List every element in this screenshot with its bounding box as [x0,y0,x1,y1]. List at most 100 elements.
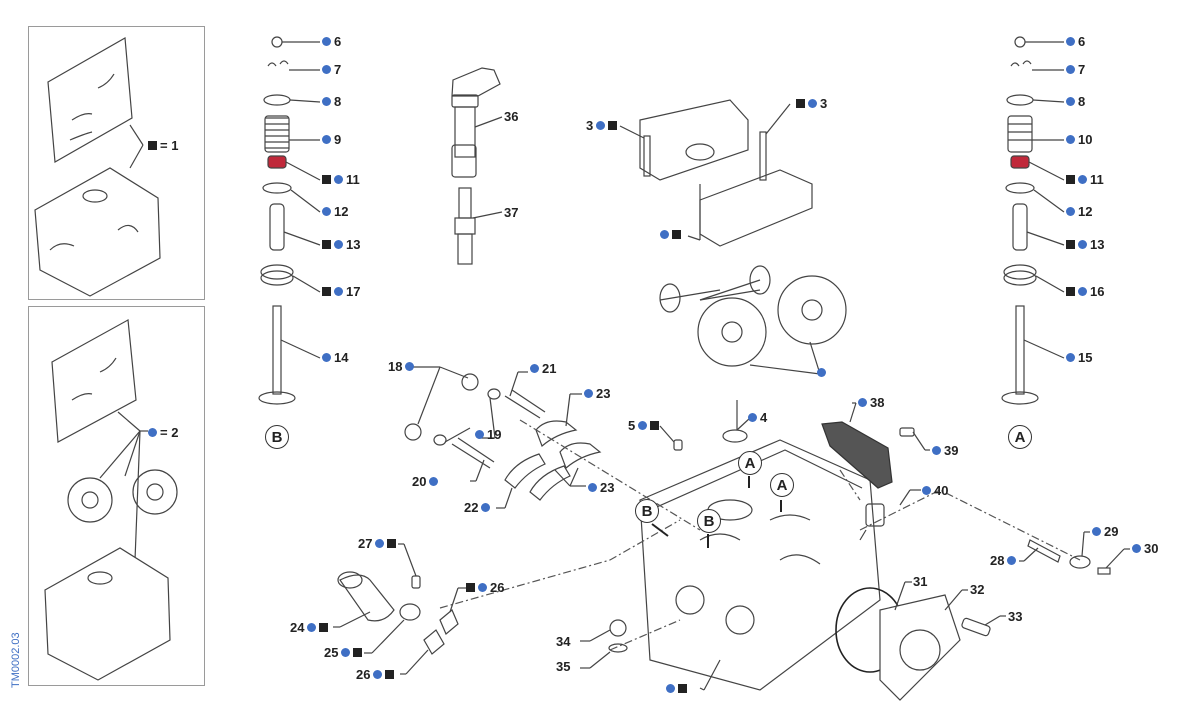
dot-symbol-icon [660,230,669,239]
callout-32: 32 [970,583,984,596]
callout-number: 13 [1090,237,1105,252]
valve-assembly-b [258,36,321,405]
callout-14: 14 [322,351,348,364]
dot-symbol-icon [596,121,606,130]
cylinder-head [639,400,881,691]
side-cover [835,581,1006,701]
callout-34: 34 [556,635,570,648]
callout-number: 18 [388,359,403,374]
callout-12: 12 [1066,205,1092,218]
callout-28: 28 [990,553,1017,568]
callout-number: 12 [1078,204,1093,219]
square-symbol-icon [466,583,475,592]
dot-symbol-icon [375,539,385,548]
callout-37: 37 [504,206,518,219]
callout-number: 30 [1144,541,1159,556]
dot-symbol-icon [588,483,597,492]
callout-10: 10 [1066,133,1092,146]
ref-marker-a-head-1: A [738,451,762,475]
callout-number: 8 [1078,94,1086,109]
callout-number: 29 [1104,524,1119,539]
dot-symbol-icon [334,240,343,249]
callout-number: 14 [334,350,349,365]
callout-number: 5 [628,418,636,433]
callout-number: 33 [1008,609,1023,624]
kit-1-label: = 1 [160,138,179,153]
square-symbol-icon [319,623,329,632]
reference-arrows [651,476,782,548]
callout-3: 3 [586,119,618,132]
dot-symbol-icon [322,97,331,106]
callout-35: 35 [556,660,570,673]
nut-and-washer [580,619,628,669]
callout-12: 12 [322,205,348,218]
dot-symbol-icon [858,398,867,407]
callout-number: 32 [970,582,985,597]
square-symbol-icon [322,240,331,249]
callout-number: 13 [346,237,361,252]
callout-17: 17 [322,285,360,298]
camshaft-caps [619,99,813,247]
callout-number: 4 [760,410,768,425]
dot-symbol-icon [334,175,343,184]
callout-number: 3 [820,96,828,111]
cam-cover-38 [821,402,930,489]
callout-number: 6 [1078,34,1086,49]
dot-symbol-icon [334,287,343,296]
dot-symbol-icon [322,65,331,74]
callout-27: 27 [358,537,397,550]
callout-23: 23 [588,481,614,494]
dot-symbol-icon [1078,240,1087,249]
callout-33: 33 [1008,610,1022,623]
dot-symbol-icon [307,623,317,632]
square-symbol-icon [1066,287,1075,296]
callout-13: 13 [322,238,360,251]
dot-symbol-icon [530,364,539,373]
dot-symbol-icon [429,477,439,486]
callout-number: 21 [542,361,557,376]
pin-and-plate [1019,531,1130,575]
dot-symbol-icon [817,368,826,377]
callout-3: 3 [796,97,827,110]
callout-number: 6 [334,34,342,49]
callout-16: 16 [1066,285,1104,298]
callout-number: 26 [490,580,505,595]
dot-symbol-icon [475,430,484,439]
callout-number: 7 [334,62,342,77]
callout-number: 34 [556,634,571,649]
callout-number: 28 [990,553,1005,568]
dot-symbol-icon [373,670,383,679]
callout-number: 23 [600,480,615,495]
callout-number: 37 [504,205,519,220]
callout-38: 38 [858,396,884,409]
callout-number: 26 [356,667,371,682]
dot-symbol-icon [1066,37,1075,46]
kit-2-legend: = 2 [148,426,178,439]
dot-symbol-icon [1007,556,1017,565]
square-symbol-icon [322,175,331,184]
dot-symbol-icon [1066,207,1075,216]
callout-number: 24 [290,620,305,635]
dot-symbol-icon [1066,353,1075,362]
callout-8: 8 [1066,95,1085,108]
dot-symbol-icon [341,648,351,657]
square-symbol-icon [796,99,805,108]
square-symbol-icon [148,141,157,150]
drawing-code: TM0002.03 [10,632,22,688]
callout-8: 8 [322,95,341,108]
callout-7: 7 [322,63,341,76]
callout-6: 6 [322,35,341,48]
callout-26: 26 [356,667,395,682]
ref-marker-a: A [1008,425,1032,449]
callout-number: 7 [1078,62,1086,77]
callout-number: 16 [1090,284,1105,299]
dot-symbol-icon [481,503,491,512]
dot-symbol-icon [322,207,331,216]
dot-symbol-icon [922,486,931,495]
square-symbol-icon [608,121,618,130]
callout-13: 13 [1066,238,1104,251]
ref-marker-a-head-2: A [770,473,794,497]
callout-31: 31 [913,575,927,588]
callout-number: 23 [596,386,611,401]
dash-centerlines [439,419,1081,651]
